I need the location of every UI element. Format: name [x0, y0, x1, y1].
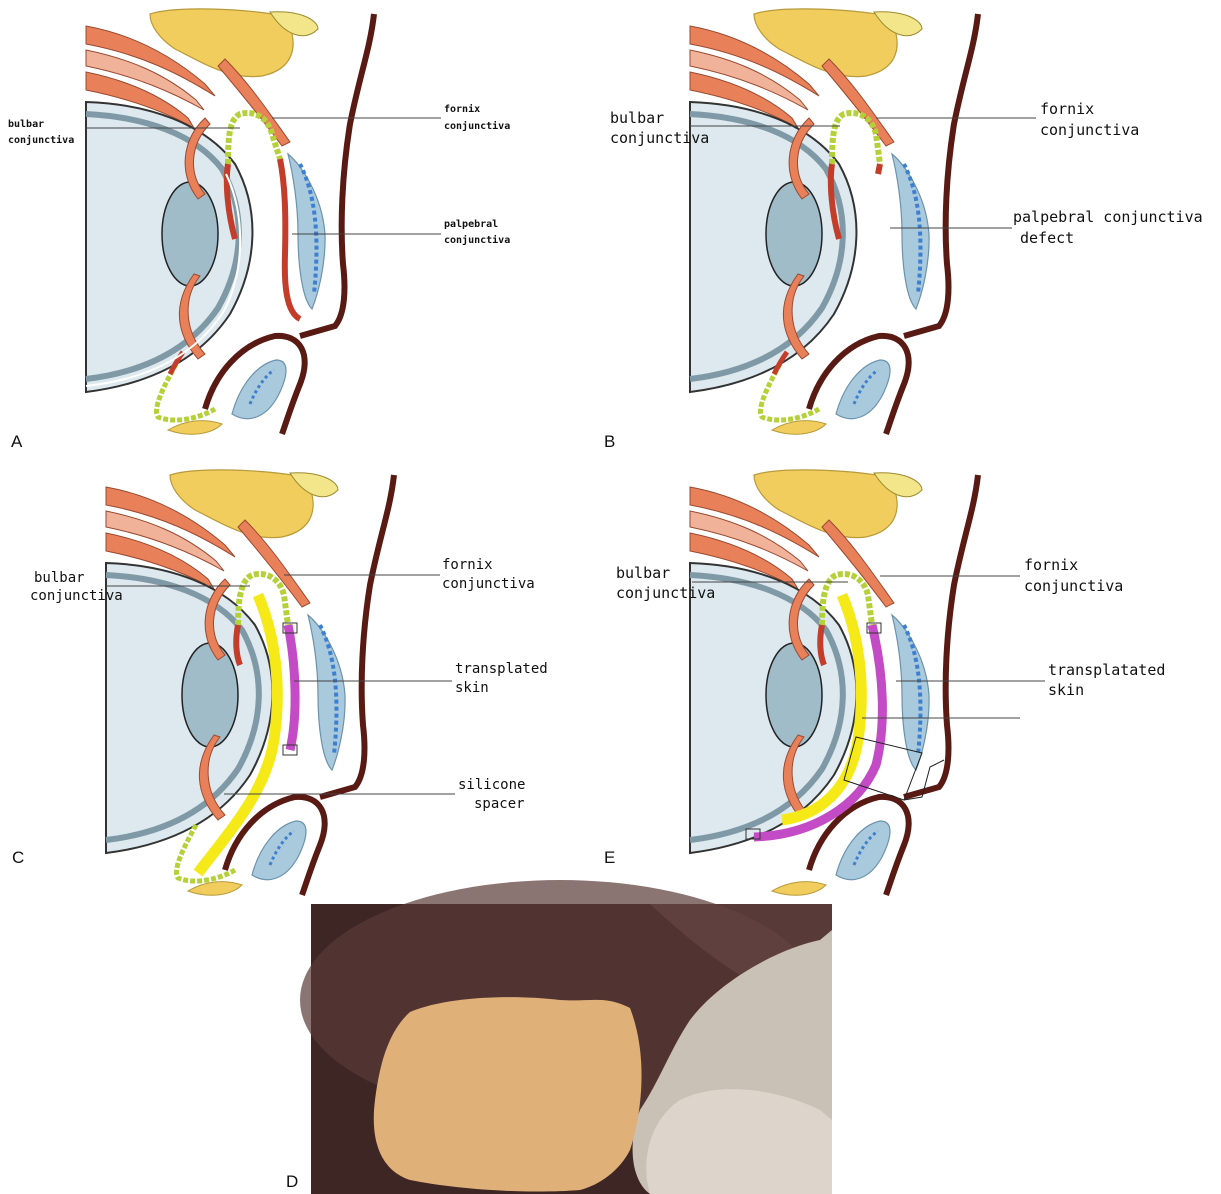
label-fornix-b-1: fornix [1040, 100, 1094, 118]
label-bulbar-e-2: conjunctiva [616, 584, 715, 602]
label-defect-b-2: defect [1020, 229, 1074, 247]
label-palpebral-a-2: conjunctiva [444, 234, 510, 246]
label-bulbar-b-1: bulbar [610, 109, 664, 127]
label-defect-b-1: palpebral conjunctiva [1013, 208, 1203, 226]
panel-d-photo [271, 880, 832, 1194]
label-skin-e-1: transplatated [1048, 661, 1165, 679]
label-palpebral-a-1: palpebral [444, 219, 498, 230]
label-skin-c-1: transplated [455, 661, 548, 677]
panel-letter-c: C [12, 848, 24, 867]
label-fornix-b-2: conjunctiva [1040, 121, 1139, 139]
label-spacer-c-1: silicone [458, 777, 525, 793]
label-fornix-e-2: conjunctiva [1024, 577, 1123, 595]
label-fornix-a-1: fornix [444, 103, 480, 115]
label-bulbar-b-2: conjunctiva [610, 129, 709, 147]
label-skin-e-2: skin [1048, 681, 1084, 699]
label-fornix-a-2: conjunctiva [444, 120, 510, 132]
panel-b-diagram [690, 9, 978, 434]
label-fornix-c-2: conjunctiva [442, 576, 535, 592]
panel-letter-d: D [286, 1172, 298, 1191]
label-skin-c-2: skin [455, 680, 489, 696]
label-fornix-e-1: fornix [1024, 556, 1078, 574]
panel-a-diagram [86, 9, 374, 434]
label-bulbar-a-2: conjunctiva [8, 134, 74, 146]
label-bulbar-c-2: conjunctiva [30, 588, 123, 604]
panel-e-diagram [690, 470, 978, 895]
label-bulbar-c-1: bulbar [34, 570, 85, 586]
panel-letter-e: E [604, 848, 615, 867]
label-bulbar-e-1: bulbar [616, 564, 670, 582]
label-bulbar-a-1: bulbar [8, 119, 44, 130]
panel-c-diagram [106, 470, 394, 895]
label-spacer-c-2: spacer [474, 796, 525, 812]
panel-letter-a: A [11, 432, 23, 451]
panel-letter-b: B [604, 432, 615, 451]
label-fornix-c-1: fornix [442, 557, 493, 573]
